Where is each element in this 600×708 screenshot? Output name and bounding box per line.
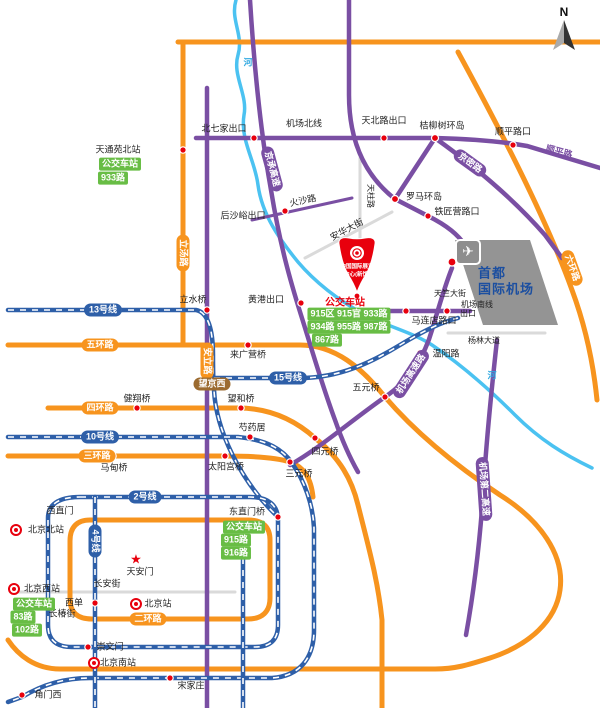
river-label-top: 河 <box>243 57 253 68</box>
beijing-south-rail-icon <box>88 657 100 669</box>
pill-ring-2: 二环路 <box>129 612 167 626</box>
label-wanghe-bridge: 望和桥 <box>227 393 255 404</box>
exhibition-name-line1: 中国国际展览 <box>340 264 374 270</box>
label-shaoyaoju: 芍药居 <box>238 422 266 433</box>
label-juliushu-roundabout: 桔柳树环岛 <box>419 120 465 131</box>
pill-line-4: 4号线 <box>88 524 102 558</box>
label-airport-south-line: 机场南线 <box>461 300 493 309</box>
label-songjiazhuang: 宋家庄 <box>177 680 205 691</box>
pill-line-10: 10号线 <box>80 430 120 444</box>
compass-north-label: N <box>559 5 569 19</box>
exhibition-center-pin <box>338 237 376 294</box>
compass-needle-icon <box>553 20 575 50</box>
jingcheng-expressway <box>247 0 361 475</box>
dongzhimen-bus-station-box: 公交车站 <box>222 520 266 534</box>
label-beijing-north-station: 北京北站 <box>27 524 65 535</box>
ring-road-4 <box>45 405 385 708</box>
label-tiejiangying: 铁匠营路口 <box>434 206 480 217</box>
label-xidan: 西单 <box>64 597 84 608</box>
label-lishuiqiao: 立水桥 <box>179 294 207 305</box>
pill-line-15: 15号线 <box>268 371 308 385</box>
airport-name-line1: 首都 <box>477 265 507 281</box>
pill-line-13: 13号线 <box>83 303 123 317</box>
airport-north-line-shunping-road <box>193 135 600 171</box>
label-tongyuan-north-station: 天通苑北站 <box>95 144 141 155</box>
pill-anli-road: 安立路 <box>200 342 214 380</box>
beijingxi-bus-station-box: 公交车站 <box>12 597 56 611</box>
label-airport-north-line: 机场北线 <box>285 118 323 129</box>
label-tianbeilu-exit: 天北路出口 <box>361 115 407 126</box>
label-wenyang-road: 温阳路 <box>432 348 460 359</box>
exhibition-bus-routes-2: 934路 955路 987路 <box>307 320 391 334</box>
label-beijing-west-station: 北京西站 <box>23 583 61 594</box>
label-tianzhu-street: 天竺大街 <box>434 289 466 298</box>
label-changchunjie: 长椿街 <box>48 608 76 619</box>
label-taiyanggong-bridge: 太阳宫桥 <box>207 461 245 472</box>
tongyuan-bus-station-box: 公交车站 <box>98 157 142 171</box>
pill-ring-5: 五环路 <box>81 338 119 352</box>
label-jiaomenxi: 角门西 <box>34 689 62 700</box>
ring-road-3 <box>5 453 316 500</box>
pill-ring-3: 三环路 <box>78 449 116 463</box>
label-madian-bridge: 马甸桥 <box>100 462 128 473</box>
label-houshayu-exit: 后沙峪出口 <box>220 210 266 221</box>
river-label-right: 河 <box>487 370 497 381</box>
label-tiananmen: 天安门 <box>126 566 154 577</box>
river <box>232 0 594 470</box>
label-jianxiang-bridge: 健翔桥 <box>123 393 151 404</box>
pill-wangjingxi: 望京西 <box>193 377 231 391</box>
beijing-north-rail-icon <box>10 524 22 536</box>
label-changan-avenue: 长安街 <box>93 578 121 589</box>
pill-line-2: 2号线 <box>128 490 162 504</box>
airport-name-line2: 国际机场 <box>477 281 535 297</box>
dongzhimen-bus-route-1: 915路 <box>220 533 252 547</box>
dongzhimen-bus-route-2: 916路 <box>220 546 252 560</box>
exhibition-bus-station-title: 公交车站 <box>325 297 365 309</box>
label-dongzhimen-bridge: 东直门桥 <box>228 506 266 517</box>
jingmi-road-north <box>346 0 398 202</box>
exhibition-bus-routes-3: 867路 <box>311 333 343 347</box>
label-laiguangying: 来广营桥 <box>229 349 267 360</box>
ring-road-6 <box>455 49 600 403</box>
exhibition-bus-routes-1: 915区 915官 933路 <box>307 307 391 321</box>
beijingxi-bus-route-1: 83路 <box>10 610 36 624</box>
label-siyuan-bridge: 四元桥 <box>311 446 339 457</box>
label-wuyuan-bridge: 五元桥 <box>352 382 380 393</box>
beijing-station-rail-icon <box>130 598 142 610</box>
airplane-icon: ✈ <box>455 239 481 265</box>
exhibition-name-line2: 中心(新馆) <box>344 272 370 278</box>
label-chongwenmen: 崇文门 <box>96 641 124 652</box>
label-huanggang-exit: 黄港出口 <box>247 294 285 305</box>
pill-ring-4: 四环路 <box>81 401 119 415</box>
label-luoma-roundabout: 罗马环岛 <box>405 191 443 202</box>
label-maliandian: 马连店路口 <box>411 315 457 326</box>
label-beijing-south-station: 北京南站 <box>99 657 137 668</box>
label-shunpingkou: 顺平路口 <box>494 126 532 137</box>
jingmi-road-southeast <box>432 135 565 261</box>
anhua-street-road <box>303 210 394 260</box>
tongyuan-bus-route-box: 933路 <box>97 171 129 185</box>
ring-road-2 <box>67 517 273 622</box>
tiananmen-star-icon: ★ <box>130 551 142 567</box>
label-beijing-station: 北京站 <box>144 598 172 609</box>
label-xizhimen: 西直门 <box>46 505 74 516</box>
label-beiqijia-exit: 北七家出口 <box>201 123 247 134</box>
label-tianzhu-road: 天柱路 <box>366 184 375 208</box>
subway-line13 <box>5 307 279 518</box>
label-yanglin-avenue: 杨林大道 <box>468 336 500 345</box>
beijingxi-bus-route-2: 102路 <box>11 623 43 637</box>
pill-litang-road: 立汤路 <box>176 234 190 272</box>
label-sanyuan-bridge: 三元桥 <box>285 468 313 479</box>
huosha-road <box>250 196 354 222</box>
jingmi-road-mid <box>392 135 438 202</box>
beijing-west-rail-icon <box>8 583 20 595</box>
label-airport-south-exit: 出口 <box>460 309 476 318</box>
